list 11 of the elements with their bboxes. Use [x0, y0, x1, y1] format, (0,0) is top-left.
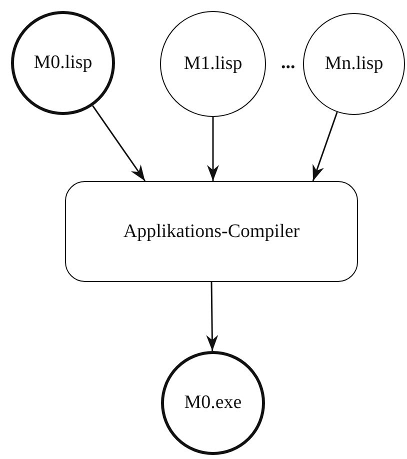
arrow [312, 112, 338, 182]
ellipsis-label: ... [281, 52, 296, 74]
node-label: M0.exe [184, 392, 242, 414]
arrow [206, 282, 218, 352]
node-label: Applikations-Compiler [123, 220, 300, 242]
node-label: M1.lisp [184, 53, 242, 75]
arrow [207, 117, 219, 181]
arrow [92, 105, 146, 182]
node-label: Mn.lisp [324, 53, 384, 75]
node-label: M0.lisp [34, 52, 92, 74]
process-box [65, 181, 358, 282]
